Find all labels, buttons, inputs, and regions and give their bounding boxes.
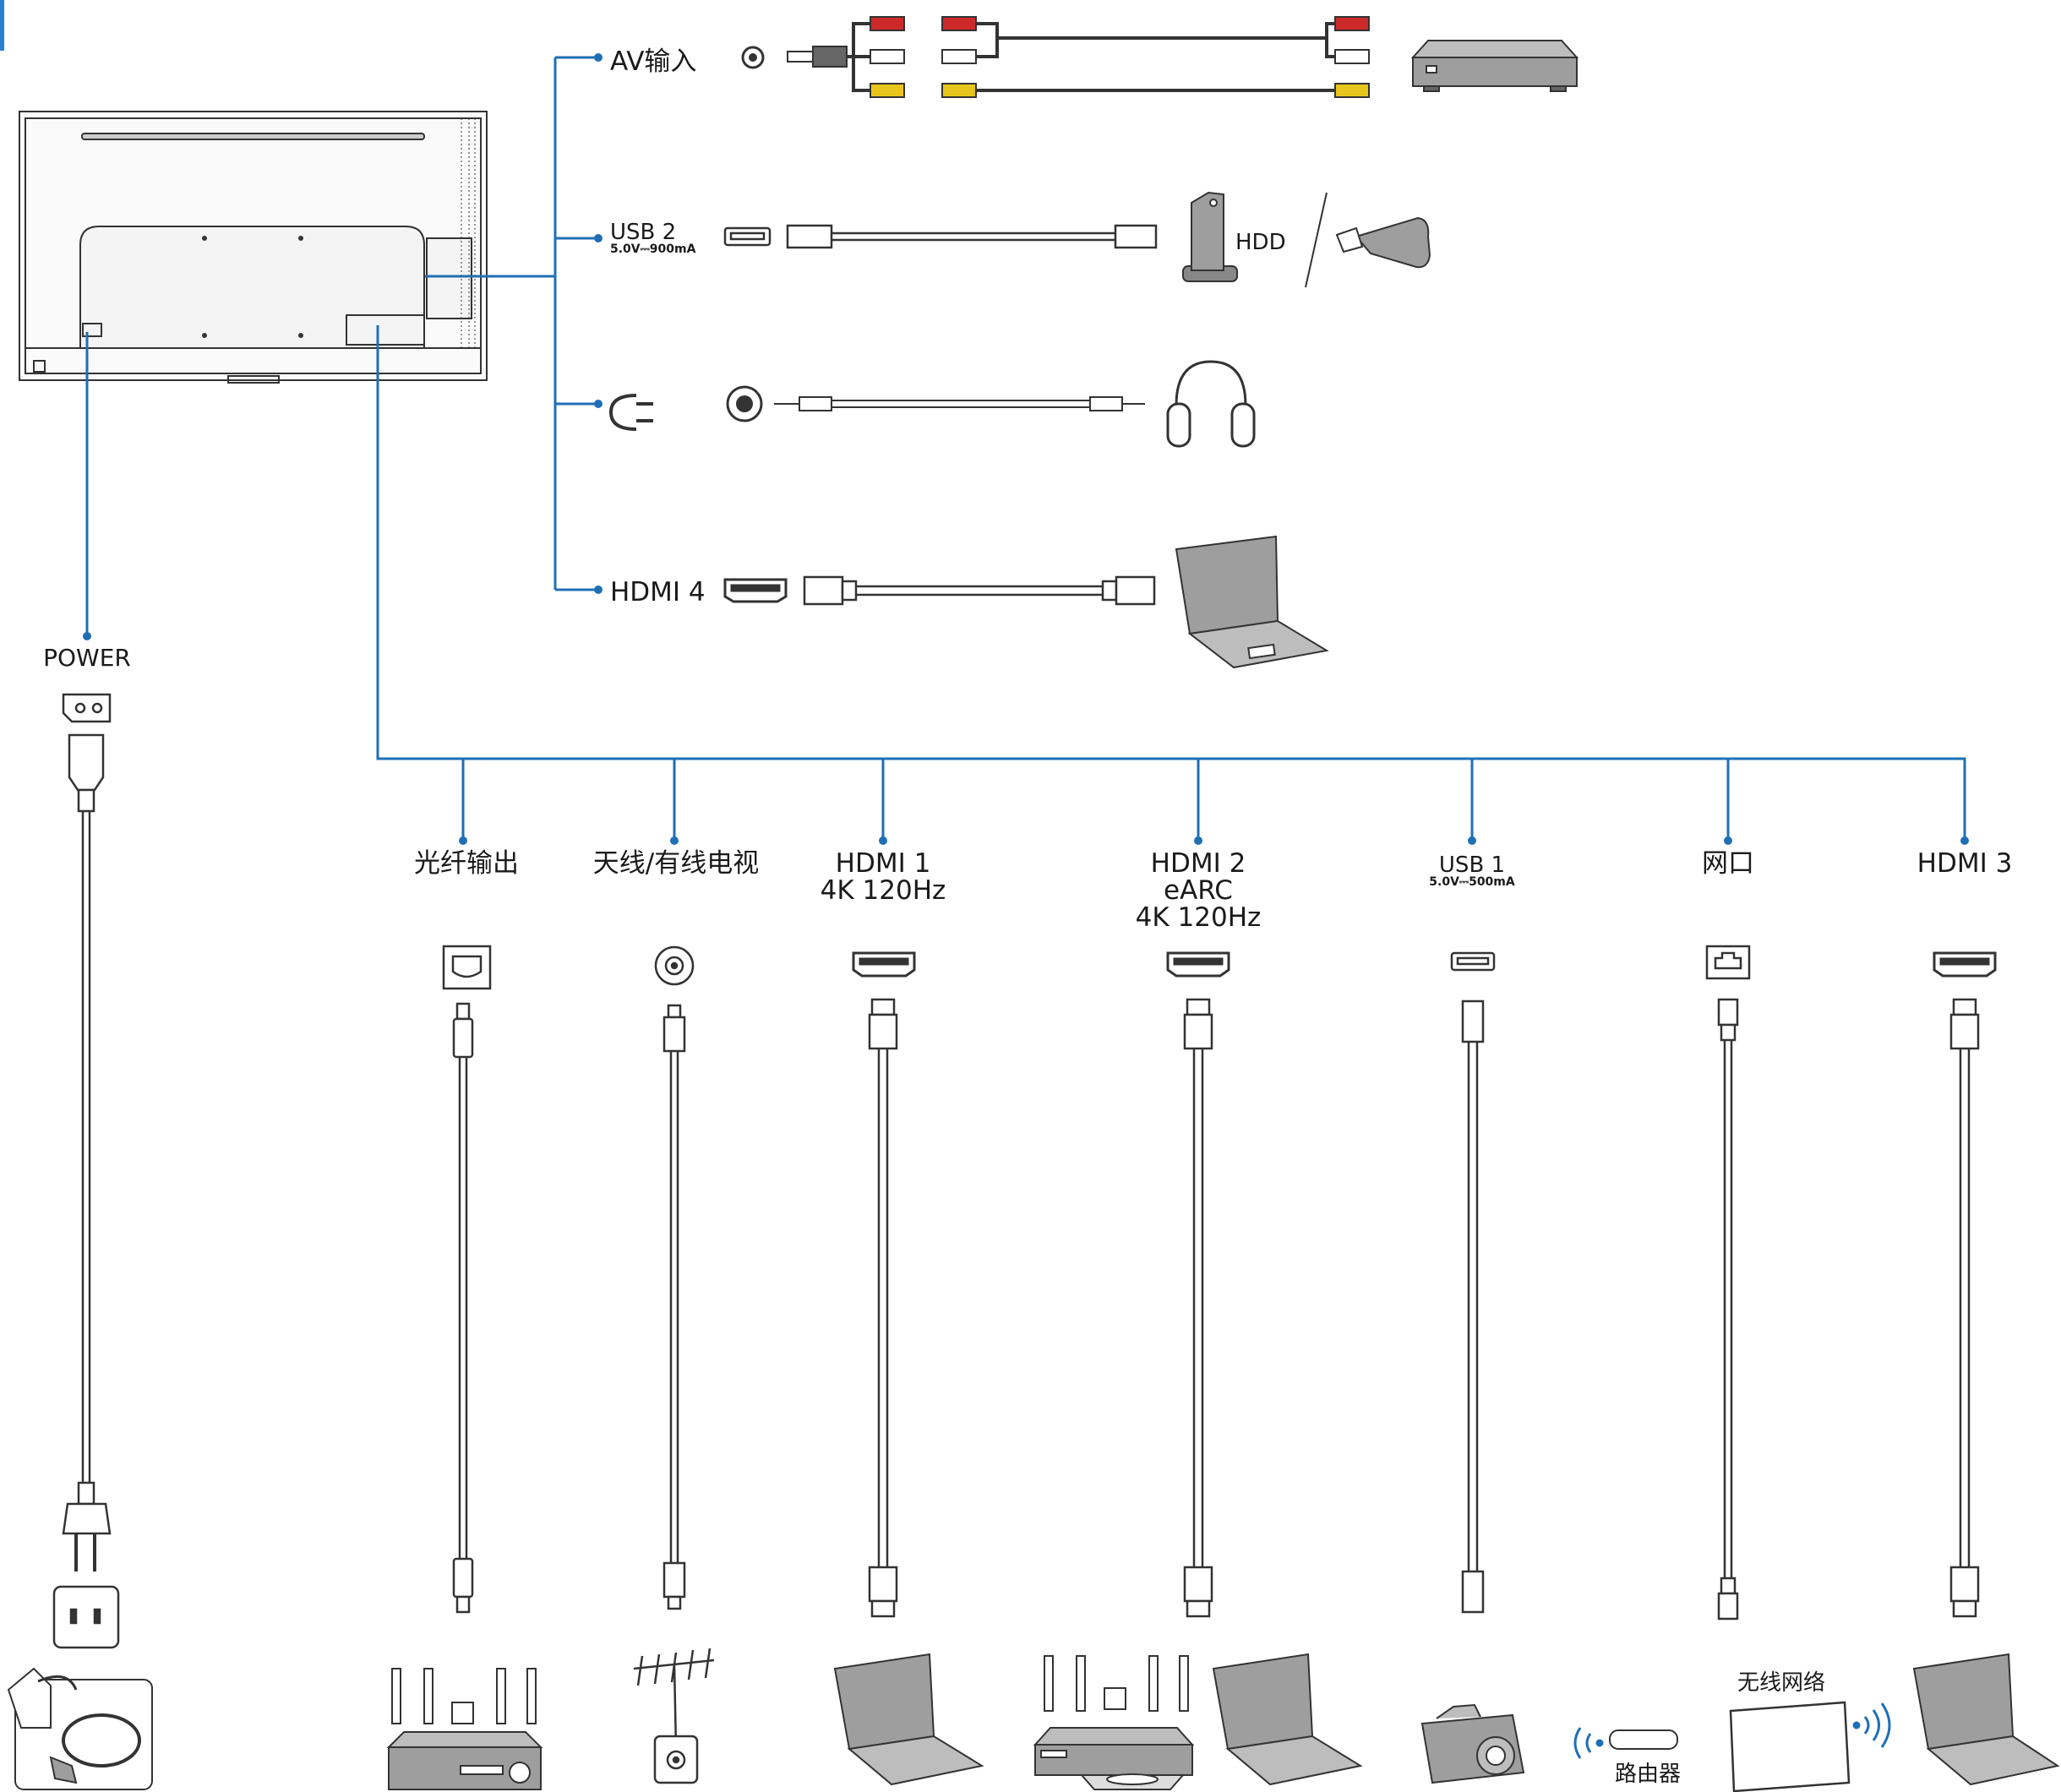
laptop-icon [833,1653,984,1786]
router-icon [1573,1727,1678,1759]
hdmi2-cable-icon [1183,998,1213,1618]
optical-port-icon [442,945,492,990]
hdmi-cable-icon [803,575,1156,606]
power-label: POWER [43,644,131,672]
usb-port-icon [1450,951,1496,972]
hdmi1-label: 4K 120Hz [821,875,946,906]
usb1-power-label: 5.0V⎓500mA [1429,875,1515,889]
hdmi4-label: HDMI 4 [610,577,706,607]
hdd-label: HDD [1235,230,1286,255]
hdmi2-label: HDMI 2 [1151,848,1246,879]
optical-label: 光纤输出 [414,848,519,879]
laptop-icon [1212,1653,1363,1786]
wifi-signal-icon [1852,1702,1891,1748]
connector-lines [85,56,1966,841]
wall-socket-icon [52,1585,120,1649]
page-tab-marker [0,0,4,51]
wireless-label: 无线网络 [1737,1670,1825,1696]
usb2-label: USB 2 [610,220,676,245]
av-input-label: AV输入 [610,46,696,77]
laptop-icon [1175,535,1329,669]
usb-a-port-icon [723,226,772,247]
antenna-label: 天线/有线电视 [593,848,759,879]
usb1-cable-icon [1461,999,1485,1614]
hdmi3-port-icon [1933,951,1997,978]
hdmi1-port-icon [852,951,916,978]
headphone-port-icon [608,394,653,431]
coax-cable-icon [662,1004,686,1610]
hdmi2-label: eARC [1164,875,1233,906]
coax-port-icon [654,945,695,986]
tv-screen-icon [1729,1701,1851,1792]
usb-flash-drive-icon [1335,216,1431,269]
separator-slash [1305,192,1328,288]
hdmi2-label: 4K 120Hz [1136,902,1262,933]
av-jack-icon [741,46,765,69]
headphones-icon [1166,360,1256,448]
camera-icon [1420,1703,1525,1784]
hdd-icon [1182,191,1238,282]
home-theater-icon [386,1668,543,1790]
usb2-power-label: 5.0V⎓900mA [610,242,696,256]
ethernet-port-icon [1705,945,1751,980]
hdmi3-label: HDMI 3 [1917,848,2013,879]
lan-label: 网口 [1702,848,1754,879]
headphone-cable-icon [774,396,1145,411]
tv-rear-panel [19,111,488,384]
hdmi1-label: HDMI 1 [836,848,931,879]
hdmi3-cable-icon [1949,998,1980,1618]
headphone-jack-icon [726,385,763,422]
antenna-icon [633,1648,715,1784]
set-top-box-icon [1410,40,1579,92]
power-cable-box-icon [7,1667,153,1790]
av-receiver-icon [1033,1655,1195,1790]
laptop-icon [1912,1653,2060,1786]
usb1-label: USB 1 [1439,852,1505,878]
hdmi2-port-icon [1166,951,1230,978]
hdmi1-cable-icon [868,998,898,1618]
power-cord-icon [62,733,112,1571]
power-port-icon [62,693,112,723]
connector-dots [83,53,1969,845]
router-label: 路由器 [1615,1762,1681,1787]
optical-cable-icon [452,1002,474,1614]
ethernet-cable-icon [1717,998,1739,1620]
hdmi-port-icon [723,578,788,603]
usb-cable-icon [786,224,1158,249]
av-cable-icon [787,16,1370,98]
